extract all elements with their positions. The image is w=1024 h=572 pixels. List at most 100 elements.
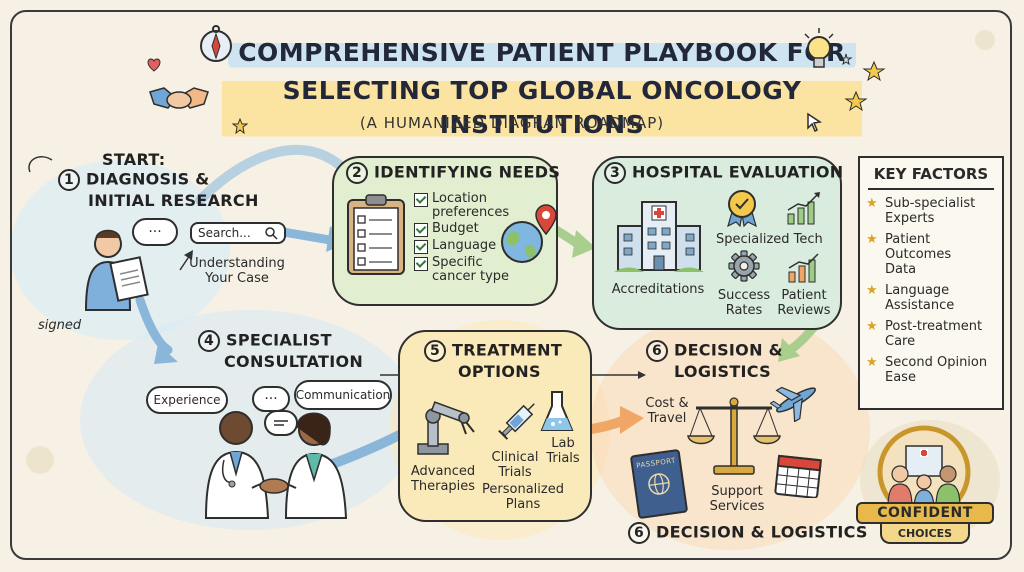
cursor-icon — [807, 112, 822, 132]
needs-item-label: Language — [432, 238, 497, 253]
step1-label-line1: START: — [102, 150, 166, 169]
chart-icon — [787, 192, 820, 225]
step3-label: 3 HOSPITAL EVALUATION — [604, 162, 843, 184]
key-factor-line2: Data — [885, 262, 917, 277]
clinical-trials-label: Clinical Trials — [480, 450, 550, 480]
hospital-icon — [614, 201, 704, 272]
lab-line2: Trials — [546, 451, 580, 466]
step6-label-line2: LOGISTICS — [674, 362, 771, 381]
signed-note: signed — [38, 318, 82, 333]
step3-label-text: HOSPITAL EVALUATION — [632, 162, 844, 182]
checkbox-icon — [414, 193, 428, 207]
banner-bottom: CHOICES — [880, 524, 970, 544]
banner-top: CONFIDENT — [856, 502, 994, 524]
step1-label-line2: DIAGNOSIS & — [86, 169, 210, 189]
lightbulb-icon — [804, 28, 834, 68]
support-line2: Services — [709, 499, 765, 514]
confident-choices-banner: CONFIDENT CHOICES — [856, 502, 994, 544]
scale-icon — [687, 397, 781, 475]
needs-item-label: Location preferences — [432, 191, 510, 220]
step4-number: 4 — [198, 330, 220, 352]
needs-item-label: Budget — [432, 221, 479, 236]
clinical-line1: Clinical — [491, 450, 539, 465]
communication-bubble: Communication — [294, 380, 392, 410]
needs-item: Location preferences — [414, 192, 518, 220]
needs-list: Location preferences Budget Language Spe… — [414, 192, 518, 286]
key-factor-line1: Language — [885, 283, 950, 298]
gear-icon — [728, 250, 760, 282]
passport-text: PASSPORT — [635, 456, 677, 470]
handshake-icon — [149, 87, 209, 109]
key-factors-title: KEY FACTORS — [868, 158, 994, 190]
star-icon — [232, 118, 248, 134]
search-placeholder: Search... — [198, 226, 251, 240]
needs-item-label: Specific cancer type — [432, 255, 510, 284]
medal-icon — [727, 190, 757, 228]
step1-caption-line1: Understanding — [189, 256, 285, 271]
advanced-therapies-label: Advanced Therapies — [404, 464, 482, 494]
title-line-1: COMPREHENSIVE PATIENT PLAYBOOK FOR — [228, 36, 856, 70]
step2-number: 2 — [346, 162, 368, 184]
key-factor-line1: Second Opinion — [885, 355, 988, 370]
chat-lines-icon — [274, 420, 288, 426]
heart-icon — [147, 58, 161, 72]
patient-reviews-label: Patient Reviews — [774, 288, 834, 318]
needs-item: Language — [414, 239, 518, 254]
key-factor-line2: Ease — [885, 370, 916, 385]
experience-bubble: Experience — [146, 386, 228, 414]
star-icon: ★ — [866, 283, 878, 298]
step1-caption: Understanding Your Case — [182, 256, 292, 286]
flask-icon — [540, 391, 574, 431]
subtitle: (A HUMANIZED DIAGRAM ROADMAP) — [359, 114, 665, 132]
personalized-plans-label: Personalized Plans — [480, 482, 566, 512]
stars-right-icon — [839, 53, 886, 112]
personalized-line2: Plans — [505, 497, 541, 512]
family-hospital-icon — [877, 425, 971, 514]
step1-number: 1 — [58, 169, 80, 191]
title-block: COMPREHENSIVE PATIENT PLAYBOOK FOR SELEC… — [222, 36, 862, 142]
support-services-label: Support Services — [700, 484, 774, 514]
key-factor-line1: Sub-specialist — [885, 196, 976, 211]
checkbox-icon — [414, 257, 428, 271]
step4-label-line2: CONSULTATION — [224, 352, 364, 371]
calendar-icon — [774, 454, 822, 498]
step1-caption-line2: Your Case — [205, 271, 269, 286]
success-rates-label: Success Rates — [714, 288, 774, 318]
compass-icon — [200, 25, 232, 62]
chat-lines-bubble — [264, 410, 298, 436]
step6-label-line1: DECISION & — [674, 340, 783, 360]
success-rates-line1: Success — [717, 288, 771, 303]
cost-line1: Cost & — [645, 396, 689, 411]
badge-line1: CONFIDENT — [877, 505, 973, 521]
patient-reviews-line2: Reviews — [777, 303, 831, 318]
reviews-chart-icon — [788, 253, 819, 283]
passport-icon: PASSPORT — [629, 448, 689, 520]
success-rates-line2: Rates — [725, 303, 763, 318]
specialized-tech-label: Specialized Tech — [716, 232, 823, 247]
thought-bubble: ··· — [132, 218, 178, 246]
lab-trials-label: Lab Trials — [540, 436, 586, 466]
accreditations-label: Accreditations — [611, 282, 705, 297]
star-icon: ★ — [866, 355, 878, 370]
passport-globe-icon — [648, 473, 670, 495]
cost-travel-label: Cost & Travel — [640, 396, 694, 426]
patient-reading-icon — [84, 229, 149, 311]
lab-line1: Lab — [551, 436, 575, 451]
robot-arm-icon — [417, 401, 475, 455]
cost-line2: Travel — [647, 411, 687, 426]
step3-number: 3 — [604, 162, 626, 184]
key-factor-line2: Experts — [885, 211, 935, 226]
search-box[interactable]: Search... — [190, 222, 286, 244]
patient-reviews-line1: Patient — [781, 288, 827, 303]
search-icon — [265, 227, 278, 240]
needs-item: Budget — [414, 222, 518, 237]
star-icon: ★ — [866, 319, 878, 334]
